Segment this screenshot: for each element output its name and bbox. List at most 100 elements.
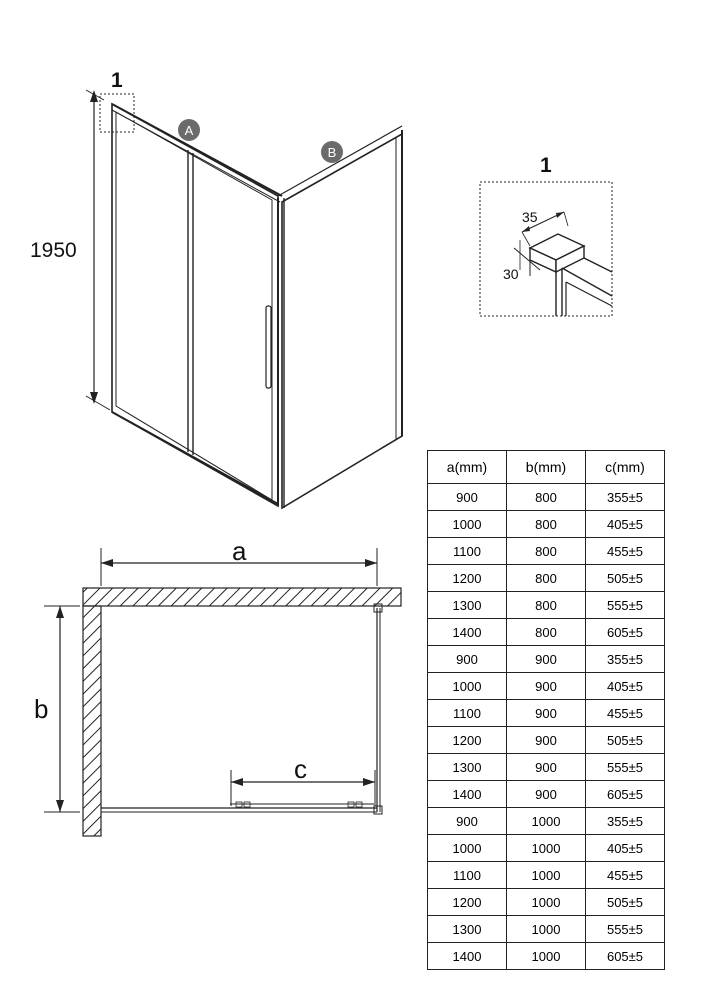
cell-c: 455±5: [585, 861, 665, 889]
cell-b: 1000: [506, 807, 586, 835]
isometric-view: [85, 89, 403, 510]
cell-b: 800: [506, 483, 586, 511]
cell-a: 1100: [427, 537, 507, 565]
detail-dim-depth: 30: [503, 266, 519, 282]
cell-b: 800: [506, 510, 586, 538]
cell-b: 800: [506, 537, 586, 565]
cell-a: 1300: [427, 753, 507, 781]
cell-c: 405±5: [585, 510, 665, 538]
panel-a-label: A: [185, 123, 194, 138]
cell-a: 900: [427, 645, 507, 673]
height-label: 1950: [30, 239, 77, 262]
cell-c: 605±5: [585, 618, 665, 646]
back-wall-hatch: [82, 587, 402, 607]
cell-c: 605±5: [585, 780, 665, 808]
cell-c: 455±5: [585, 537, 665, 565]
cell-a: 1400: [427, 942, 507, 970]
cell-b: 1000: [506, 942, 586, 970]
plan-view: [44, 548, 402, 837]
cell-c: 555±5: [585, 915, 665, 943]
cell-a: 1000: [427, 672, 507, 700]
cell-b: 900: [506, 726, 586, 754]
height-arrow-bottom: [90, 392, 98, 404]
cell-c: 505±5: [585, 564, 665, 592]
height-arrow-top: [90, 90, 98, 102]
detail-frame: [479, 181, 613, 317]
cell-a: 1000: [427, 834, 507, 862]
door-handle: [265, 305, 272, 389]
cell-b: 900: [506, 672, 586, 700]
panel-b-badge: [321, 141, 343, 163]
cell-b: 900: [506, 699, 586, 727]
header-a: a(mm): [427, 450, 507, 484]
detail-title: 1: [540, 154, 552, 177]
cell-a: 1200: [427, 888, 507, 916]
cell-a: 1100: [427, 861, 507, 889]
table-header-row: a(mm) b(mm) c(mm): [427, 450, 665, 484]
cell-c: 505±5: [585, 726, 665, 754]
cell-a: 1400: [427, 780, 507, 808]
plan-label-b: b: [34, 694, 48, 724]
plan-label-a: a: [232, 536, 247, 566]
panel-b-label: B: [328, 145, 337, 160]
cell-a: 1100: [427, 699, 507, 727]
cell-a: 1300: [427, 915, 507, 943]
cell-a: 1200: [427, 726, 507, 754]
cell-c: 355±5: [585, 645, 665, 673]
cell-a: 1300: [427, 591, 507, 619]
detail-dim-width: 35: [522, 209, 538, 225]
front-panel-frame: [111, 102, 279, 508]
cell-c: 405±5: [585, 834, 665, 862]
cell-c: 355±5: [585, 807, 665, 835]
detail-view: [479, 181, 613, 317]
cell-b: 900: [506, 753, 586, 781]
cell-b: 1000: [506, 915, 586, 943]
cell-c: 555±5: [585, 753, 665, 781]
cell-b: 1000: [506, 861, 586, 889]
header-b: b(mm): [506, 450, 586, 484]
cell-a: 1400: [427, 618, 507, 646]
cell-a: 1200: [427, 564, 507, 592]
cell-b: 800: [506, 618, 586, 646]
cell-b: 1000: [506, 888, 586, 916]
cell-c: 555±5: [585, 591, 665, 619]
callout-box: [99, 93, 135, 133]
cell-c: 505±5: [585, 888, 665, 916]
header-c: c(mm): [585, 450, 665, 484]
cell-a: 1000: [427, 510, 507, 538]
side-wall-hatch: [82, 605, 102, 837]
cell-c: 455±5: [585, 699, 665, 727]
cell-b: 1000: [506, 834, 586, 862]
callout-number: 1: [111, 69, 123, 92]
cell-b: 900: [506, 645, 586, 673]
plan-label-c: c: [294, 754, 307, 784]
cell-b: 900: [506, 780, 586, 808]
cell-c: 355±5: [585, 483, 665, 511]
side-panel-frame: [281, 132, 403, 510]
cell-b: 800: [506, 591, 586, 619]
cell-b: 800: [506, 564, 586, 592]
panel-a-badge: [178, 119, 200, 141]
cell-c: 405±5: [585, 672, 665, 700]
cell-c: 605±5: [585, 942, 665, 970]
